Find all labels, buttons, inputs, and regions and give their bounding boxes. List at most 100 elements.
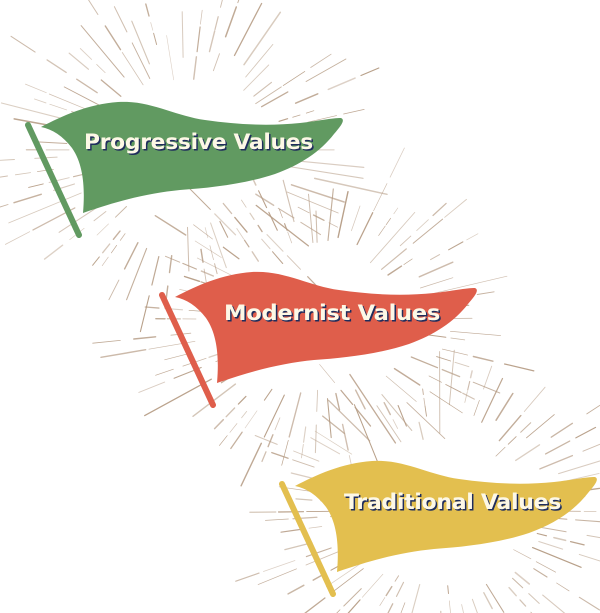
- ray-line: [131, 20, 150, 65]
- ray-line: [110, 244, 118, 254]
- ray-line: [48, 93, 86, 110]
- flag-traditional: Traditional Values Traditional Values: [279, 460, 597, 597]
- ray-line: [432, 202, 447, 217]
- ray-line: [96, 64, 106, 73]
- ray-line: [347, 599, 361, 613]
- ray-line: [93, 211, 107, 222]
- ray-line: [310, 53, 332, 68]
- ray-line: [326, 398, 332, 439]
- ray-line: [461, 604, 464, 613]
- ray-line: [536, 532, 548, 537]
- ray-line: [569, 540, 585, 546]
- ray-line: [108, 279, 120, 301]
- ray-line: [327, 77, 356, 91]
- ray-line: [553, 536, 567, 542]
- ray-line: [327, 188, 334, 241]
- ray-line: [420, 277, 454, 289]
- ray-line: [0, 204, 9, 208]
- ray-line: [538, 540, 564, 550]
- ray-line: [265, 518, 289, 521]
- ray-line: [267, 434, 274, 448]
- ray-line: [343, 109, 365, 115]
- ray-line: [0, 159, 15, 161]
- ray-line: [260, 91, 289, 108]
- ray-line: [131, 42, 151, 79]
- ray-line: [327, 399, 371, 442]
- ray-line: [88, 0, 99, 15]
- ray-line: [237, 395, 247, 405]
- ray-line: [43, 244, 64, 260]
- ray-line: [472, 381, 501, 394]
- ray-line: [121, 52, 144, 86]
- ray-line: [412, 218, 444, 244]
- ray-line: [277, 207, 295, 219]
- ray-line: [424, 405, 427, 417]
- ray-line: [519, 599, 527, 607]
- flag-pole: [279, 481, 336, 597]
- ray-line: [495, 446, 506, 457]
- ray-line: [249, 212, 255, 220]
- ray-line: [379, 597, 386, 606]
- ray-line: [245, 43, 274, 78]
- ray-line: [550, 422, 574, 438]
- ray-line: [113, 6, 128, 33]
- ray-line: [182, 262, 198, 270]
- ray-line: [192, 56, 198, 80]
- ray-line: [266, 234, 284, 252]
- ray-line: [200, 270, 215, 277]
- ray-line: [448, 241, 464, 251]
- ray-line: [445, 384, 462, 393]
- ray-line: [410, 356, 439, 369]
- ray-line: [208, 30, 216, 53]
- ray-line: [255, 86, 282, 105]
- ray-line: [213, 418, 225, 430]
- ray-line: [92, 256, 100, 266]
- ray-line: [422, 388, 424, 395]
- ray-line: [427, 275, 508, 296]
- ray-line: [234, 216, 248, 233]
- ray-line: [314, 424, 317, 454]
- ray-line: [243, 239, 250, 248]
- ray-line: [237, 0, 240, 4]
- ray-line: [101, 256, 109, 267]
- ray-line: [441, 368, 461, 378]
- ray-line: [203, 268, 208, 285]
- ray-line: [229, 423, 238, 433]
- ray-line: [385, 217, 391, 226]
- ray-line: [261, 238, 271, 250]
- ray-line: [385, 585, 393, 597]
- ray-line: [138, 381, 166, 393]
- ray-line: [212, 53, 220, 72]
- ray-line: [100, 79, 122, 97]
- ray-line: [271, 251, 284, 265]
- ray-line: [542, 594, 566, 613]
- pennant-shape: [295, 460, 597, 572]
- ray-line: [380, 248, 407, 270]
- ray-line: [301, 444, 304, 459]
- ray-line: [578, 596, 600, 611]
- ray-line: [164, 255, 181, 263]
- ray-line: [181, 11, 184, 58]
- ray-line: [351, 205, 361, 232]
- ray-line: [586, 404, 600, 415]
- ray-line: [586, 534, 600, 539]
- ray-line: [286, 255, 301, 270]
- ray-line: [204, 227, 209, 239]
- ray-line: [473, 399, 480, 416]
- ray-line: [389, 147, 405, 178]
- ray-line: [278, 118, 289, 122]
- ray-line: [294, 93, 319, 104]
- ray-line: [183, 275, 201, 282]
- ray-line: [441, 348, 468, 356]
- ray-line: [337, 191, 349, 239]
- ray-line: [354, 406, 372, 427]
- ray-line: [335, 392, 341, 411]
- ray-line: [25, 83, 47, 94]
- ray-line: [268, 211, 278, 231]
- ray-line: [192, 383, 237, 418]
- ray-line: [286, 191, 339, 214]
- ray-line: [558, 460, 600, 475]
- ray-line: [471, 598, 478, 613]
- ray-line: [315, 210, 318, 243]
- ray-line: [426, 334, 447, 338]
